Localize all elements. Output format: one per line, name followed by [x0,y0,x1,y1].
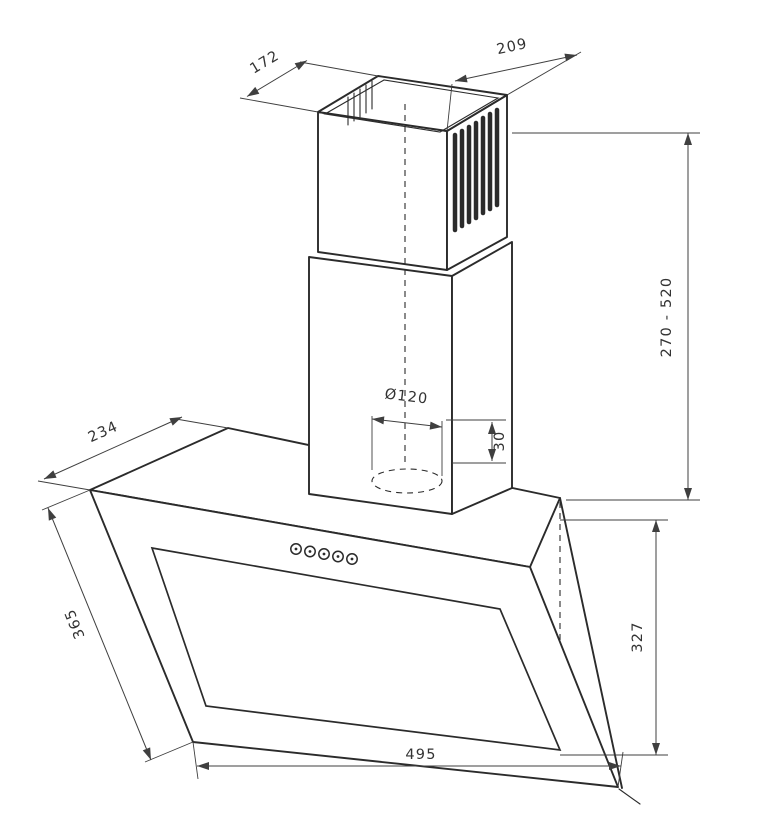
glass-inner-panel [150,546,562,752]
hidden-duct [371,104,443,494]
dim-label-body-height: 327 [630,621,646,652]
extension-line [299,61,379,77]
duct-outlet-circle [371,468,443,494]
control-button-dot [350,557,354,561]
dim-label-top-depth: 234 [86,419,121,446]
chimney-upper-section [317,75,508,271]
control-button-dot [294,547,298,551]
extension-line [192,741,199,780]
extension-line [41,489,91,511]
extension-line [506,51,582,96]
extension-line [37,480,91,491]
control-button-dot [308,550,312,553]
dim-label-chimney-height-range: 270 - 520 [659,277,675,358]
dimension-line [246,60,308,97]
extension-line [175,418,229,429]
body-right-silhouette-edge [559,497,623,789]
extension-line [239,97,319,113]
vent-slots [452,107,500,233]
dimension-495: 495 [192,741,624,788]
dim-label-duct-stub-height: 30 [492,431,508,452]
dimension-line [47,507,152,761]
dim-label-chimney-depth: 172 [247,48,282,78]
dim-label-body-width: 495 [405,747,436,763]
dim-label-duct-diameter: Ø120 [384,386,430,407]
dim-label-glass-height: 365 [62,606,89,641]
chimney-lower-section [308,241,513,515]
dimension-line [454,53,578,83]
corner-overshoot-line [618,788,641,805]
inner-vent-slots [347,80,373,126]
dimension-327: 327 [560,519,668,756]
dimension-line [371,416,443,430]
control-button-dot [336,555,340,558]
extension-line [446,83,453,132]
extension-line [144,741,194,763]
dim-label-chimney-width: 209 [495,36,529,58]
chimney-lower-right-face [451,241,513,515]
dimension-270-520: 270 - 520 [512,132,700,501]
control-panel [290,543,358,565]
dimension-30: 30 [446,419,508,464]
chimney-upper-front-face [317,111,448,271]
dimension-line [43,416,183,480]
chimney-top-opening-lip [323,79,500,133]
hood-body [89,427,641,805]
dimension-209: 209 [446,36,582,132]
control-button-dot [322,552,326,556]
dimension-duct-diameter: Ø120 [371,386,443,476]
chimney-lower-front-face [308,256,453,515]
